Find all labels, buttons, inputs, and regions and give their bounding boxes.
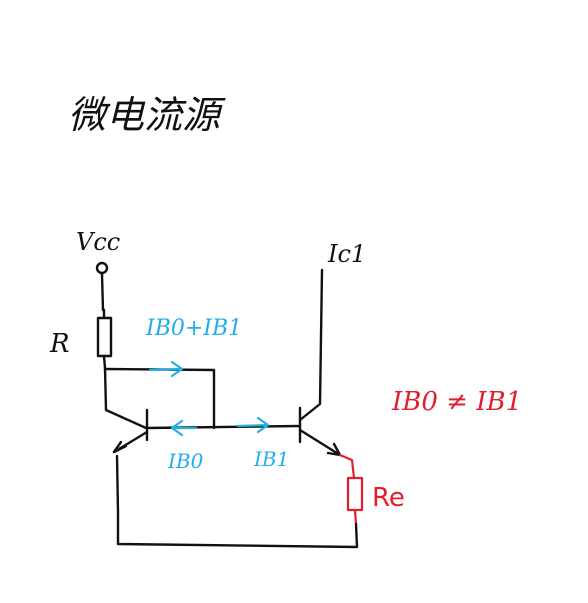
vcc-label: Vcc [76, 228, 120, 256]
q1-emitter-arrow [326, 442, 342, 457]
vcc-terminal [95, 261, 109, 275]
re-top-lead [338, 453, 356, 480]
resistor-r [96, 316, 113, 358]
q0-collector-wire [103, 366, 148, 430]
ib-sum-arrow [148, 360, 184, 378]
ib0-arrow [170, 419, 198, 437]
resistor-r-bottom-lead [102, 354, 107, 370]
ib1-arrow [236, 416, 270, 434]
q1-collector-wire [298, 268, 324, 422]
diode-connection-loop [103, 367, 216, 430]
resistor-r-label: R [49, 329, 70, 359]
vcc-wire [100, 272, 105, 312]
ib-inequality-label: IB0 ≠ IB1 [391, 387, 522, 417]
re-bottom-lead [353, 508, 358, 526]
q1-emitter [298, 428, 342, 457]
ib-sum-label: IB0+IB1 [145, 316, 242, 341]
ic1-label: Ic1 [327, 240, 366, 268]
q0-emitter-arrow [112, 440, 128, 454]
re-label: Re [372, 483, 405, 513]
diagram-title: 微电流源 [68, 93, 226, 137]
ib0-label: IB0 [167, 449, 204, 473]
ground-return-wire [115, 454, 359, 549]
resistor-re [346, 476, 364, 512]
ib1-label: IB1 [253, 447, 289, 471]
base-bus-wire [145, 424, 302, 430]
